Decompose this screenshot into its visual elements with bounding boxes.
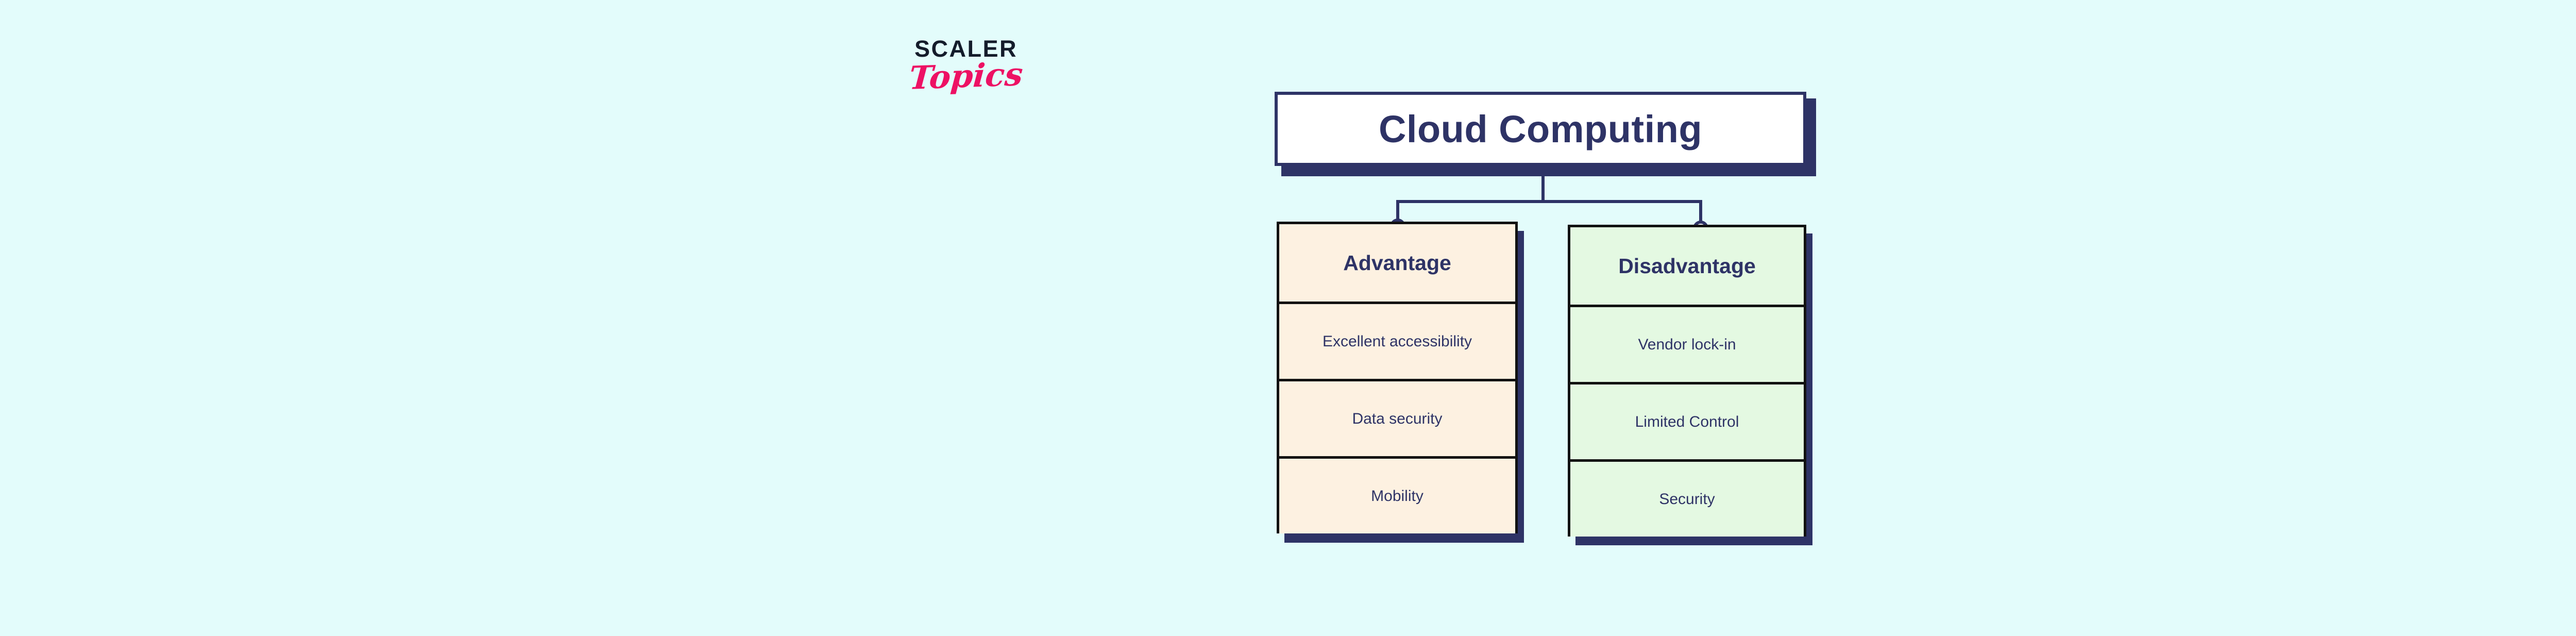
disadvantage-item-2: Limited Control bbox=[1570, 382, 1804, 459]
connector-horizontal-bar bbox=[1396, 200, 1702, 203]
advantage-column: Advantage Excellent accessibility Data s… bbox=[1277, 222, 1518, 533]
disadvantage-column: Disadvantage Vendor lock-in Limited Cont… bbox=[1568, 225, 1806, 537]
page-title: Cloud Computing bbox=[1378, 107, 1703, 150]
advantage-column-header: Advantage bbox=[1279, 224, 1515, 302]
advantage-item-2: Data security bbox=[1279, 379, 1515, 456]
disadvantage-column-header: Disadvantage bbox=[1570, 227, 1804, 305]
advantage-item-1: Excellent accessibility bbox=[1279, 302, 1515, 379]
connector-drop-left bbox=[1396, 200, 1399, 227]
logo-wordmark-text: Topics bbox=[908, 55, 1024, 97]
scaler-topics-logo: SCALER Topics bbox=[899, 37, 1033, 120]
title-box: Cloud Computing bbox=[1275, 92, 1806, 166]
advantage-item-3: Mobility bbox=[1279, 456, 1515, 533]
connector-drop-right bbox=[1699, 200, 1702, 227]
logo-brand-text: SCALER bbox=[914, 36, 1018, 62]
connector-stem bbox=[1541, 176, 1545, 202]
disadvantage-item-3: Security bbox=[1570, 459, 1804, 537]
disadvantage-item-1: Vendor lock-in bbox=[1570, 305, 1804, 382]
